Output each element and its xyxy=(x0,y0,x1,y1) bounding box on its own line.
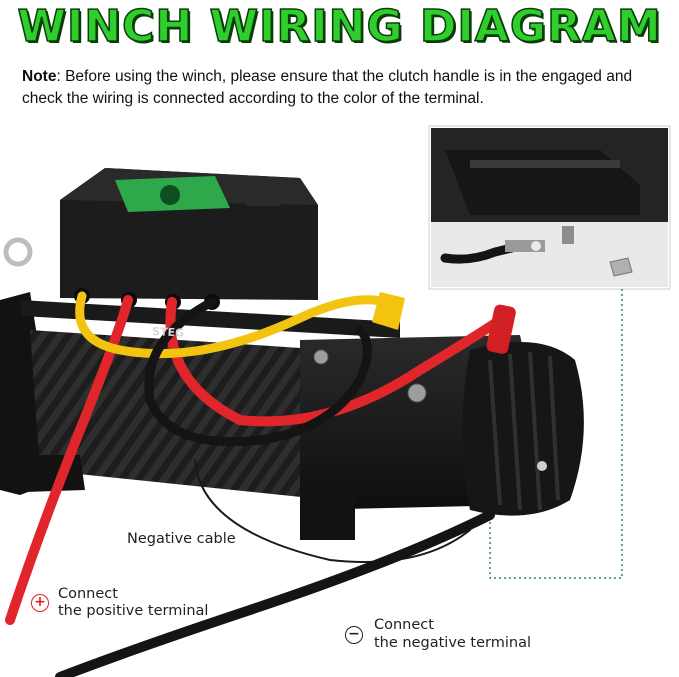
control-box xyxy=(60,168,318,310)
negative-cable-label: Negative cable xyxy=(127,531,236,547)
note-text: : Before using the winch, please ensure … xyxy=(22,68,633,107)
leader-dotted-line xyxy=(489,289,623,579)
negative-connect-label: Connect xyxy=(374,617,434,633)
plus-circle-icon: + xyxy=(31,594,49,612)
product-brand-text: STEG xyxy=(152,325,185,340)
note-label: Note xyxy=(22,68,57,85)
positive-connect-label: Connect xyxy=(58,586,118,602)
page-title: WINCH WIRING DIAGRAM xyxy=(17,0,662,52)
positive-terminal-label: the positive terminal xyxy=(58,603,209,619)
winch-body xyxy=(0,237,584,540)
wires xyxy=(5,291,516,677)
note-paragraph: Note: Before using the winch, please ens… xyxy=(22,66,662,110)
minus-circle-icon: − xyxy=(345,626,363,644)
inset-terminal-photo xyxy=(428,125,671,290)
negative-terminal-label: the negative terminal xyxy=(374,635,532,651)
